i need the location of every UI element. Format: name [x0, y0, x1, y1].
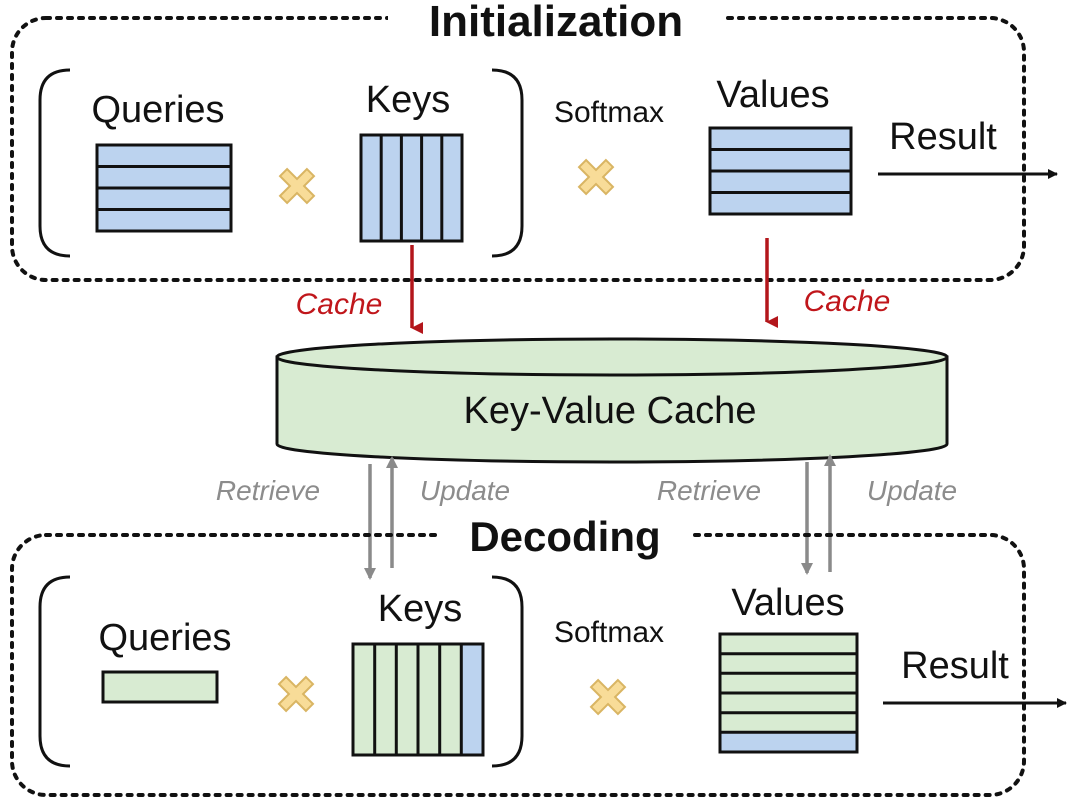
decoding-queries-label: Queries [98, 617, 231, 659]
decoding-title-backdrop [440, 518, 690, 554]
retrieve-values-label: Retrieve [657, 475, 761, 506]
decoding-title: Decoding [469, 513, 660, 560]
decoding-keys-label: Keys [378, 588, 462, 630]
decoding-values-matrix [718, 632, 859, 754]
values-cache-label: Cache [804, 285, 891, 318]
initialization-values-matrix [708, 126, 853, 216]
initialization-multiply-icon-1 [278, 167, 316, 205]
initialization-softmax-label: Softmax [554, 96, 664, 129]
decoding-multiply-icon-2 [589, 678, 627, 716]
initialization-keys-label: Keys [366, 79, 450, 121]
decoding-keys-matrix [351, 642, 485, 757]
decoding-right-bracket [491, 575, 524, 768]
initialization-multiply-icon-2 [577, 158, 615, 196]
initialization-queries-matrix [95, 143, 233, 233]
decoding-values-label: Values [731, 582, 844, 624]
update-keys-label: Update [420, 475, 510, 506]
key-value-cache-label: Key-Value Cache [464, 390, 757, 432]
decoding-query-vector [101, 670, 219, 704]
decoding-left-bracket [38, 575, 71, 768]
initialization-title: Initialization [429, 0, 683, 46]
retrieve-keys-label: Retrieve [216, 475, 320, 506]
initialization-title-backdrop [388, 0, 724, 40]
initialization-queries-label: Queries [91, 89, 224, 131]
initialization-keys-matrix [359, 133, 464, 243]
initialization-result-label: Result [889, 116, 997, 158]
decoding-multiply-icon-1 [277, 675, 315, 713]
key-value-cache-cylinder [275, 337, 949, 464]
initialization-values-label: Values [716, 74, 829, 116]
initialization-left-bracket [38, 68, 71, 258]
initialization-right-bracket [491, 68, 524, 258]
decoding-softmax-label: Softmax [554, 616, 664, 649]
decoding-result-label: Result [901, 645, 1009, 687]
keys-cache-label: Cache [296, 288, 383, 321]
update-values-label: Update [867, 475, 957, 506]
